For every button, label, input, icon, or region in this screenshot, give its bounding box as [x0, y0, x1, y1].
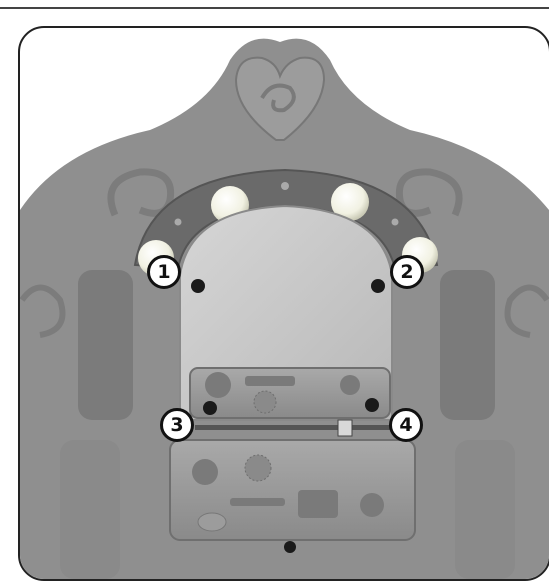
screw-hole-3	[203, 401, 217, 415]
left-side-panel	[78, 270, 133, 420]
screw-hole-2	[371, 279, 385, 293]
screw-hole-1	[191, 279, 205, 293]
base-slot	[230, 498, 285, 506]
latch-clip	[337, 419, 353, 437]
tray-cup	[205, 372, 231, 398]
heart-swirl	[260, 83, 296, 113]
right-side-panel	[440, 270, 495, 420]
light-bulb	[331, 183, 369, 221]
callout-2: 2	[390, 255, 424, 289]
heart-crest	[234, 56, 326, 141]
tray-cup	[340, 375, 360, 395]
toy-vanity-illustration	[20, 38, 549, 579]
base-speaker-grille	[244, 454, 272, 482]
callout-3: 3	[160, 408, 194, 442]
shelf-tray-upper	[189, 367, 391, 419]
right-post	[455, 440, 515, 579]
top-divider-line	[0, 7, 549, 9]
callout-4: 4	[389, 408, 423, 442]
arch-screw	[281, 182, 289, 190]
support-bar	[195, 425, 420, 430]
base-cup	[192, 459, 218, 485]
speaker-grille	[253, 390, 277, 414]
tray-slot	[245, 376, 295, 386]
shelf-tray-base	[169, 439, 416, 541]
base-compartment	[298, 490, 338, 518]
arch-screw	[391, 218, 399, 226]
mirror-panel	[179, 204, 393, 421]
right-side-scroll	[504, 284, 549, 338]
callout-1: 1	[147, 255, 181, 289]
arch-screw	[174, 218, 182, 226]
screw-hole-4	[365, 398, 379, 412]
base-cup	[360, 493, 384, 517]
base-screw	[284, 541, 296, 553]
product-photo-frame: 1 2 3 4	[18, 26, 549, 581]
left-post	[60, 440, 120, 579]
base-button	[197, 512, 227, 532]
left-side-scroll	[20, 284, 66, 338]
